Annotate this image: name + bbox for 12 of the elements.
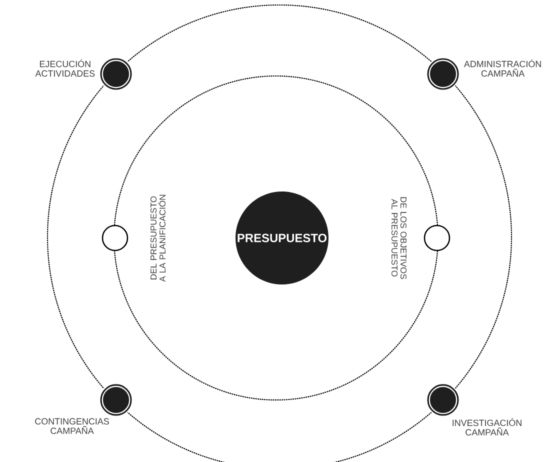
milestone-circle [99, 57, 133, 91]
open-circle [102, 224, 128, 252]
milestone-circle [426, 383, 460, 417]
milestone-circle [99, 383, 133, 417]
node-caption: ADMINISTRACIÓN CAMPAÑA [464, 59, 541, 77]
node-caption: DEL PRESUPUESTO A LA PLANIFICACIÓN [150, 194, 166, 282]
open-circle [424, 224, 450, 252]
node-caption: CONTINGENCIAS CAMPAÑA [35, 418, 109, 434]
milestone-circle [426, 57, 460, 91]
node-caption: EJECUCIÓN ACTIVIDADES [35, 59, 95, 77]
node-caption: INVESTIGACIÓN CAMPAÑA [452, 418, 522, 436]
node-caption: DE LOS OBJETIVOS AL PRESUPUESTO [392, 197, 407, 279]
